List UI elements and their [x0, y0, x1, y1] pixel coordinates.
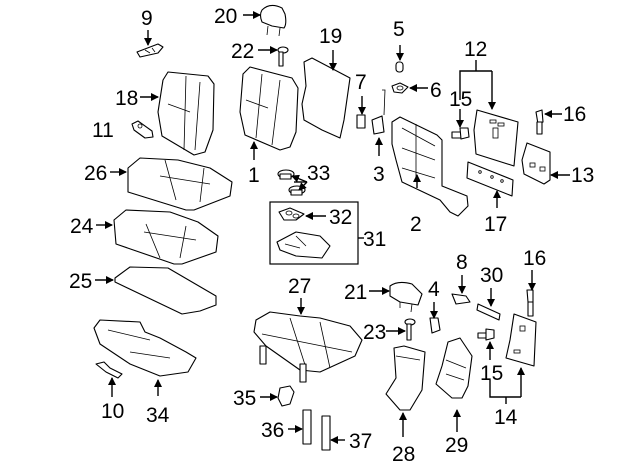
callout-10: 10 [101, 400, 124, 423]
callout-33: 33 [307, 162, 330, 185]
callout-8: 8 [456, 251, 468, 274]
callout-4: 4 [428, 278, 440, 301]
part-9-bracket [136, 43, 164, 58]
inset-box-31 [269, 201, 359, 265]
callout-15-lower: 15 [480, 362, 503, 385]
callout-15-upper: 15 [449, 88, 472, 111]
part-16-pin-upper [535, 109, 544, 135]
callout-36: 36 [261, 419, 284, 442]
callout-34: 34 [146, 404, 170, 427]
part-20-headrest [259, 4, 287, 37]
callout-35: 35 [233, 387, 256, 410]
callout-5: 5 [393, 18, 405, 41]
callout-12: 12 [464, 38, 487, 61]
callout-26: 26 [84, 162, 107, 185]
callout-32: 32 [329, 206, 352, 229]
part-26-seat-cover [127, 157, 233, 211]
callout-3: 3 [373, 163, 385, 186]
callout-21: 21 [344, 281, 367, 304]
part-19-trim-board [301, 57, 351, 139]
part-10-clip [95, 361, 123, 379]
callout-6: 6 [430, 79, 442, 102]
part-25-mat [114, 266, 217, 315]
callout-labels: 9 20 22 18 11 1 19 5 6 7 3 2 12 15 16 13… [69, 5, 594, 466]
part-24-seat-pad [113, 209, 219, 265]
callout-27: 27 [288, 275, 311, 298]
part-17-strip [466, 161, 514, 197]
callout-2: 2 [410, 213, 422, 236]
callout-28: 28 [392, 443, 415, 466]
part-6-plate [391, 82, 409, 94]
part-35-cap [277, 385, 295, 407]
callout-14: 14 [494, 406, 518, 429]
part-4-clip [429, 317, 441, 334]
part-13-cover [521, 142, 551, 185]
part-3-lock-rod [371, 89, 386, 135]
callout-31: 31 [363, 228, 386, 251]
part-1-seatback [239, 66, 299, 151]
part-22-guide [277, 46, 289, 67]
callout-20: 20 [214, 5, 237, 28]
callout-16-lower: 16 [523, 247, 546, 270]
callout-30: 30 [480, 264, 503, 287]
part-12-hinge-plate [473, 109, 519, 167]
part-11-lever [131, 120, 154, 139]
part-37-trim [321, 415, 331, 451]
callout-23: 23 [363, 321, 386, 344]
callout-29: 29 [445, 434, 468, 457]
callout-18: 18 [115, 87, 138, 110]
part-36-trim [302, 409, 312, 445]
callout-22: 22 [231, 40, 254, 63]
callout-16-upper: 16 [563, 103, 586, 126]
callout-37: 37 [349, 430, 372, 453]
part-28-bracket [385, 345, 426, 411]
part-7-clip [356, 114, 366, 129]
callout-24: 24 [70, 215, 94, 238]
part-21-headrest [389, 281, 423, 313]
part-29-hinge-frame [435, 337, 473, 399]
part-2-frame [391, 116, 469, 217]
callout-9: 9 [141, 7, 153, 30]
part-16-pin-lower [526, 289, 534, 317]
part-34-seat-pan [93, 319, 197, 377]
part-27-seat-frame [253, 311, 363, 383]
callout-19: 19 [319, 25, 342, 48]
part-30-latch [476, 303, 501, 321]
callout-7: 7 [355, 71, 367, 94]
callout-1: 1 [248, 164, 260, 187]
callout-11: 11 [92, 119, 114, 142]
callout-25: 25 [69, 270, 92, 293]
part-23-guide [404, 318, 416, 341]
part-8-pad [451, 293, 471, 305]
part-14-hinge-plate [505, 313, 537, 367]
leader-lines [95, 11, 570, 444]
part-5-cap [395, 61, 404, 73]
callout-13: 13 [571, 164, 594, 187]
part-15-bolt-upper [451, 127, 470, 140]
part-18-seatback-cover [157, 71, 215, 156]
callout-17: 17 [484, 213, 507, 236]
part-15-bolt-lower [477, 328, 495, 341]
